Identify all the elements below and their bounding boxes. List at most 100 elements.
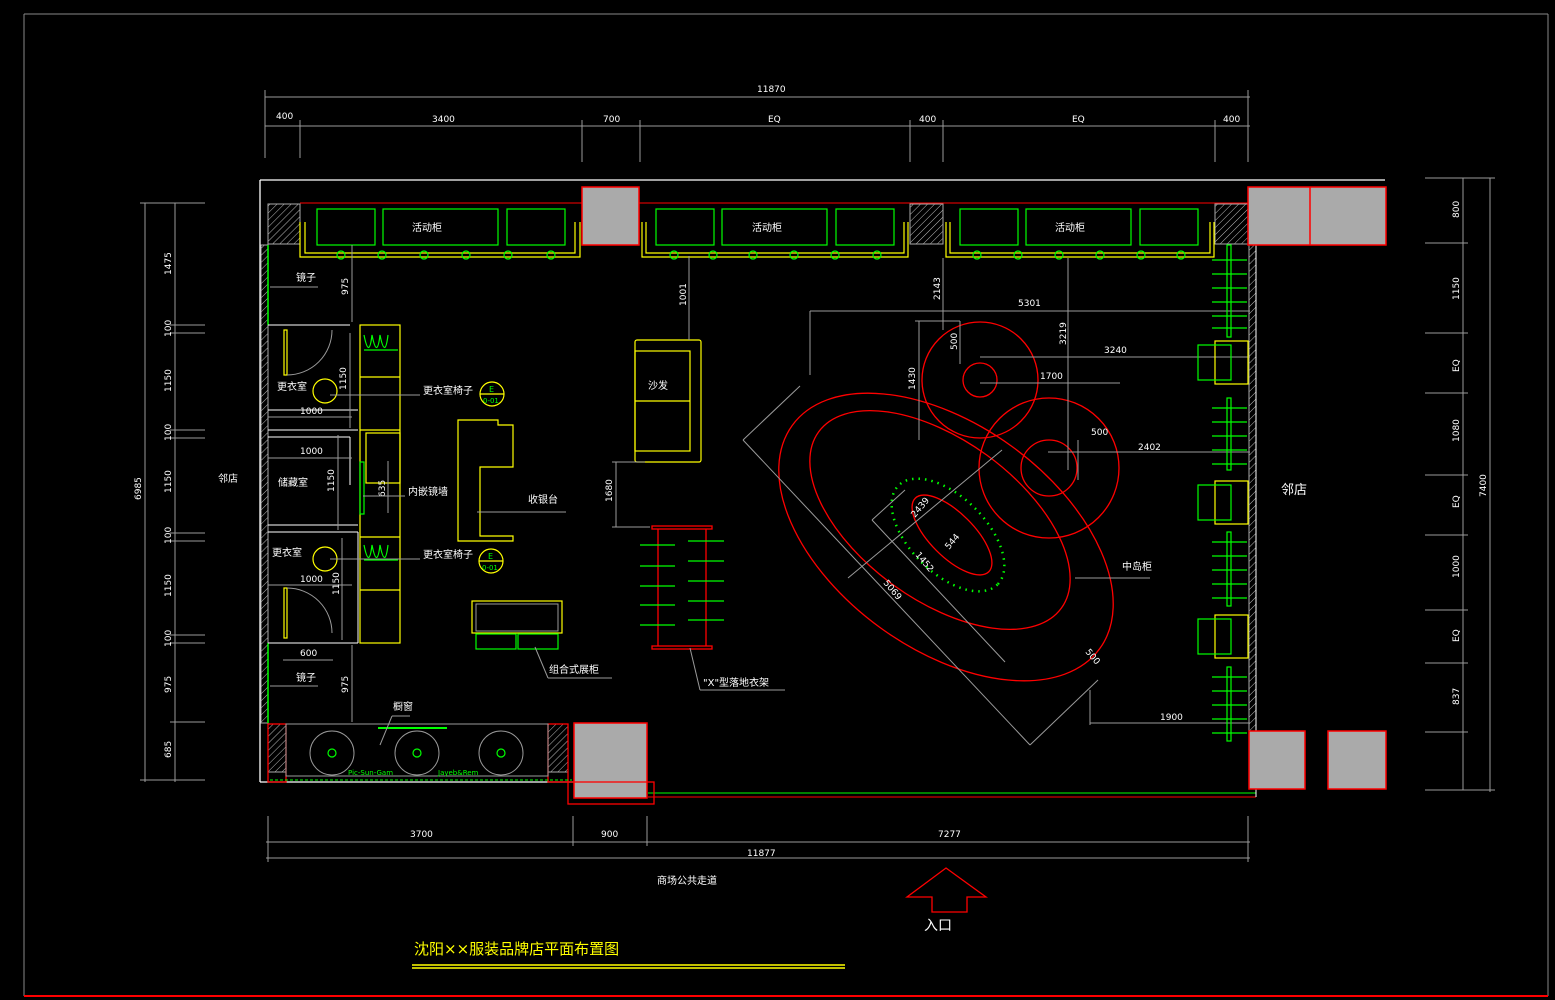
hanging-rack[interactable] xyxy=(1212,244,1247,338)
column xyxy=(581,186,640,246)
dim-label: 1001 xyxy=(679,283,689,306)
brand-text: Pic-Sun-Gam xyxy=(348,769,393,777)
cabinet-label: 活动柜 xyxy=(1055,221,1085,234)
dim-label: 1700 xyxy=(1040,372,1063,382)
dim-label: 3240 xyxy=(1104,346,1127,356)
mirror-label: 镜子 xyxy=(296,671,316,684)
movable-cabinets: 活动柜 活动柜 活动柜 xyxy=(299,208,1215,260)
neighbor-shop-right-label: 邻店 xyxy=(1281,483,1307,498)
dim-left-seg: 100 xyxy=(164,320,174,337)
column xyxy=(573,722,648,799)
dim-top-total: 11870 xyxy=(757,85,786,95)
fitting-chair-icon xyxy=(312,378,338,404)
corridor-label: 商场公共走道 xyxy=(657,874,717,887)
bottom-dimensions: 3700 900 7277 11877 商场公共走道 xyxy=(266,816,1250,887)
dim-left-seg: 1475 xyxy=(164,252,174,275)
dim-top-seg: 700 xyxy=(603,115,620,125)
sofa-label: 沙发 xyxy=(648,379,668,392)
cabinet-group-1[interactable]: 活动柜 xyxy=(299,208,581,258)
dim-label: 544 xyxy=(944,532,963,552)
dim-left-seg: 100 xyxy=(164,527,174,544)
shop-window[interactable]: Pic-Sun-Gam Jayeb&Rem 橱窗 xyxy=(267,700,572,783)
dim-left-seg: 685 xyxy=(164,741,174,758)
dim-label: 975 xyxy=(341,676,351,693)
dim-left-seg: 1150 xyxy=(164,369,174,392)
dim-right-seg: 1150 xyxy=(1452,277,1462,300)
island-cabinet[interactable]: 中岛柜 5301 2143 500 1430 3219 3240 1700 50… xyxy=(726,258,1250,746)
dim-left-total: 6985 xyxy=(134,477,144,500)
hanging-rack[interactable] xyxy=(1212,397,1247,471)
dim-label: 3219 xyxy=(1059,322,1069,345)
island-label: 中岛柜 xyxy=(1122,560,1152,573)
tag-top: E xyxy=(489,385,494,394)
dim-bottom-seg: 900 xyxy=(601,830,618,840)
display-table[interactable]: 组合式展柜 xyxy=(471,600,612,679)
dim-top-seg: 400 xyxy=(919,115,936,125)
fitting-room-label: 更衣室 xyxy=(277,380,307,393)
brand-text: Jayeb&Rem xyxy=(437,769,479,777)
dim-label: 600 xyxy=(300,649,317,659)
dim-label: 500 xyxy=(950,333,960,350)
dim-top-seg: 400 xyxy=(1223,115,1240,125)
spotlight-icons xyxy=(336,250,1186,260)
entrance-arrow-icon xyxy=(905,867,989,913)
fitting-chair-label: 更衣室椅子 xyxy=(423,384,473,397)
column xyxy=(1327,730,1387,790)
wall-racks xyxy=(1197,244,1249,742)
display-box[interactable] xyxy=(1197,340,1249,385)
drawing-title: 沈阳××服装品牌店平面布置图 xyxy=(412,940,845,969)
display-box[interactable] xyxy=(1197,480,1249,525)
dim-label: 1000 xyxy=(300,447,323,457)
dim-top-seg: EQ xyxy=(1072,115,1085,125)
dim-left-seg: 100 xyxy=(164,424,174,441)
entrance-label: 入口 xyxy=(924,918,952,934)
cabinet-group-2[interactable]: 活动柜 xyxy=(641,208,909,258)
dim-label: 635 xyxy=(378,480,388,497)
drawing-title-text: 沈阳××服装品牌店平面布置图 xyxy=(414,940,619,958)
left-dimensions: 6985 1475 100 1150 100 1150 100 1150 100… xyxy=(134,202,238,782)
tag-top: E xyxy=(488,552,493,561)
cabinet-group-3[interactable]: 活动柜 xyxy=(945,208,1215,258)
dim-label: 500 xyxy=(1091,428,1108,438)
dim-label: 1000 xyxy=(300,407,323,417)
sofa[interactable]: 沙发 1001 1680 xyxy=(605,256,702,528)
dim-label: 1150 xyxy=(339,367,349,390)
dim-left-seg: 1150 xyxy=(164,470,174,493)
tag-bottom: 0-01 xyxy=(483,397,499,405)
dim-label: 1000 xyxy=(300,575,323,585)
column xyxy=(1248,730,1306,790)
hanging-clothes-icon xyxy=(363,334,398,561)
hanging-rack[interactable] xyxy=(1212,531,1247,607)
dim-label: 1150 xyxy=(332,572,342,595)
dim-label: 1900 xyxy=(1160,713,1183,723)
display-box[interactable] xyxy=(1197,614,1249,659)
entrance-marker: 入口 xyxy=(905,867,989,934)
fitting-room-label: 更衣室 xyxy=(272,546,302,559)
fitting-chair-label: 更衣室椅子 xyxy=(423,548,473,561)
dim-top-seg: 3400 xyxy=(432,115,455,125)
dim-label: 1150 xyxy=(327,469,337,492)
dim-top-seg: EQ xyxy=(768,115,781,125)
hanging-rack[interactable] xyxy=(1212,666,1247,742)
cabinet-label: 活动柜 xyxy=(412,221,442,234)
dim-top-seg: 400 xyxy=(276,112,293,122)
dim-label: 975 xyxy=(341,278,351,295)
storage-room-label: 储藏室 xyxy=(278,476,308,489)
drawing-frame xyxy=(23,13,1549,997)
dim-label: 1430 xyxy=(908,367,918,390)
dim-right-seg: 1000 xyxy=(1452,555,1462,578)
mirror-wall-label: 内嵌镜墙 xyxy=(408,485,448,498)
dim-bottom-seg: 3700 xyxy=(410,830,433,840)
dim-left-seg: 100 xyxy=(164,630,174,647)
cashier-counter[interactable]: 收银台 E 0-01 E 0-01 xyxy=(457,381,566,574)
x-clothes-rack[interactable]: "X"型落地衣架 xyxy=(640,525,785,691)
right-dimensions: 800 1150 EQ 1080 EQ 1000 EQ 837 7400 邻店 xyxy=(1281,177,1495,792)
dim-right-seg: 800 xyxy=(1452,201,1462,218)
cabinet-label: 活动柜 xyxy=(752,221,782,234)
fitting-rooms: 更衣室 储藏室 更衣室 镜子 镜子 1000 1000 1000 600 975… xyxy=(268,245,473,722)
display-table-label: 组合式展柜 xyxy=(549,663,599,676)
window-label: 橱窗 xyxy=(393,700,413,713)
dim-right-total: 7400 xyxy=(1479,474,1489,497)
x-rack-label: "X"型落地衣架 xyxy=(703,676,769,689)
